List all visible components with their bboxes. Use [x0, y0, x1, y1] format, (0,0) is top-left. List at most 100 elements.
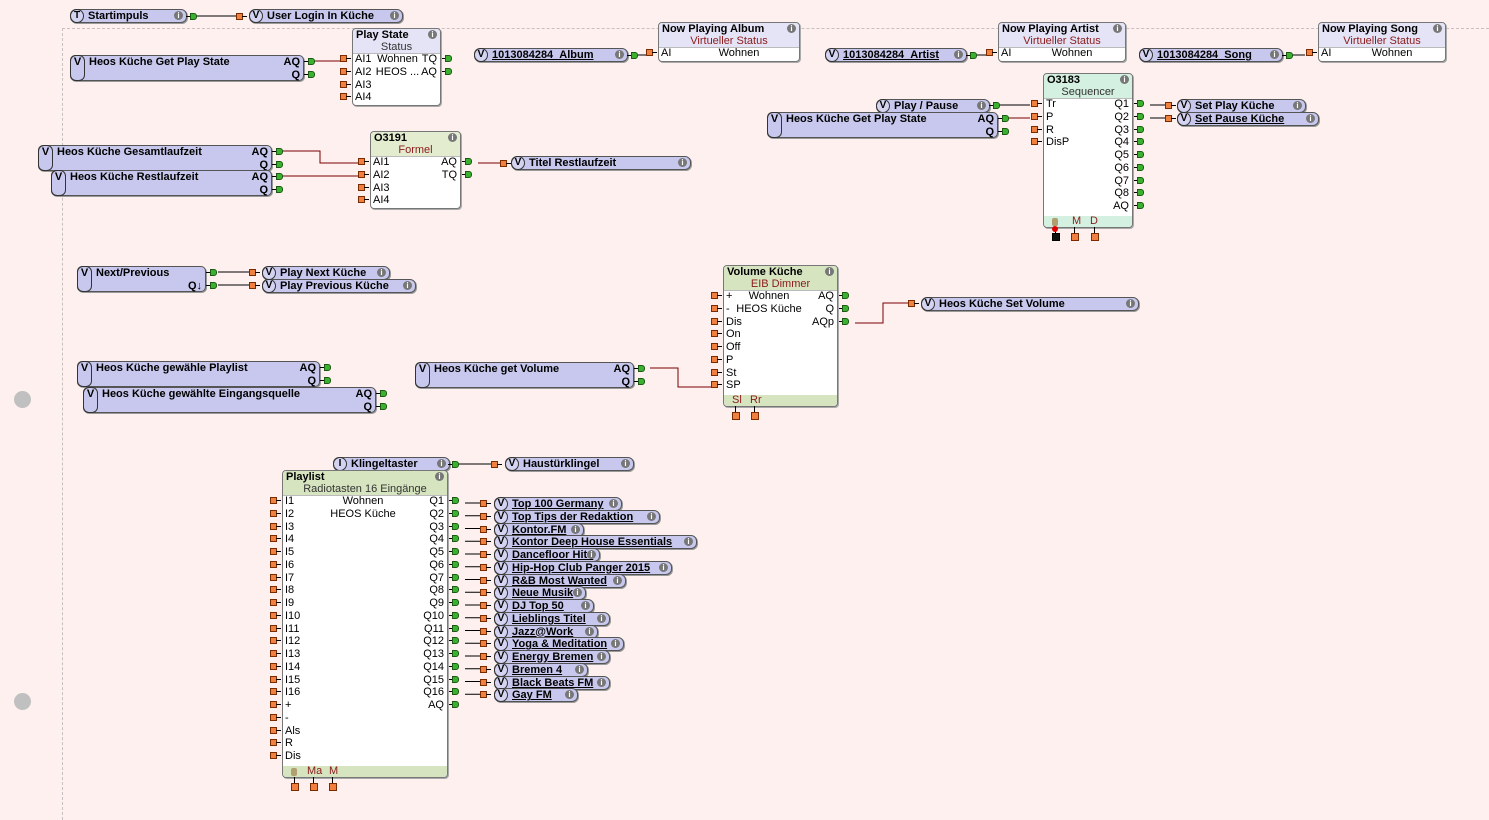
output-port[interactable] — [452, 675, 459, 683]
info-icon[interactable]: i — [609, 499, 618, 508]
output-port[interactable] — [190, 13, 197, 20]
output-port[interactable] — [993, 102, 1000, 109]
info-icon[interactable]: i — [174, 11, 183, 20]
output-port[interactable] — [1002, 115, 1009, 122]
output-port[interactable] — [452, 637, 459, 645]
info-icon[interactable]: i — [390, 11, 399, 20]
output-port[interactable] — [452, 599, 459, 606]
output-port[interactable] — [1137, 125, 1144, 133]
info-icon[interactable]: i — [1270, 50, 1279, 59]
info-icon[interactable]: i — [571, 524, 580, 534]
output-port[interactable] — [452, 548, 459, 555]
output-port[interactable] — [276, 186, 283, 193]
info-icon[interactable]: i — [611, 639, 620, 649]
output-port[interactable] — [445, 67, 452, 75]
info-icon[interactable]: i — [587, 550, 596, 559]
bottom-port[interactable] — [1091, 233, 1099, 241]
info-icon[interactable]: i — [977, 101, 986, 110]
bottom-port[interactable] — [291, 783, 299, 791]
output-port[interactable] — [1002, 128, 1009, 135]
output-port[interactable] — [970, 52, 977, 59]
output-port[interactable] — [452, 611, 459, 619]
output-port[interactable] — [1137, 100, 1144, 107]
info-icon[interactable]: i — [437, 459, 446, 468]
info-icon[interactable]: i — [613, 575, 622, 585]
output-port[interactable] — [210, 282, 217, 289]
bottom-port[interactable] — [1052, 233, 1060, 241]
info-icon[interactable]: i — [448, 133, 457, 142]
output-port[interactable] — [276, 173, 283, 180]
info-icon[interactable]: i — [403, 281, 412, 290]
output-port[interactable] — [638, 378, 645, 385]
output-port[interactable] — [452, 573, 459, 581]
output-port[interactable] — [842, 317, 849, 325]
info-icon[interactable]: i — [647, 511, 656, 521]
output-port[interactable] — [1137, 202, 1144, 209]
output-port[interactable] — [452, 535, 459, 543]
info-icon[interactable]: i — [1293, 101, 1302, 110]
info-icon[interactable]: i — [565, 690, 574, 700]
output-port[interactable] — [1137, 176, 1144, 184]
output-port[interactable] — [452, 560, 459, 568]
info-icon[interactable]: i — [597, 613, 606, 623]
info-icon[interactable]: i — [787, 24, 796, 33]
output-port[interactable] — [465, 170, 472, 178]
output-port[interactable] — [210, 269, 217, 276]
output-port[interactable] — [842, 304, 849, 312]
info-icon[interactable]: i — [377, 268, 386, 277]
output-port[interactable] — [380, 390, 387, 397]
info-icon[interactable]: i — [825, 267, 834, 276]
info-icon[interactable]: i — [1433, 24, 1442, 33]
output-port[interactable] — [452, 650, 459, 657]
output-port[interactable] — [842, 292, 849, 299]
info-icon[interactable]: i — [1306, 114, 1315, 123]
output-port[interactable] — [452, 701, 459, 708]
output-port[interactable] — [452, 662, 459, 670]
info-icon[interactable]: i — [1113, 24, 1122, 33]
output-port[interactable] — [452, 624, 459, 632]
output-port[interactable] — [308, 71, 315, 78]
info-icon[interactable]: i — [1120, 75, 1129, 84]
bottom-port[interactable] — [751, 412, 759, 420]
info-icon[interactable]: i — [684, 537, 693, 547]
output-port[interactable] — [1137, 189, 1144, 197]
output-port[interactable] — [445, 55, 452, 62]
info-icon[interactable]: i — [575, 664, 584, 674]
output-port[interactable] — [276, 148, 283, 155]
output-port[interactable] — [452, 497, 459, 504]
output-port[interactable] — [1286, 52, 1293, 59]
info-icon[interactable]: i — [435, 472, 444, 481]
output-port[interactable] — [452, 522, 459, 530]
output-port[interactable] — [452, 461, 459, 468]
info-icon[interactable]: i — [581, 601, 590, 610]
output-port[interactable] — [631, 52, 638, 59]
